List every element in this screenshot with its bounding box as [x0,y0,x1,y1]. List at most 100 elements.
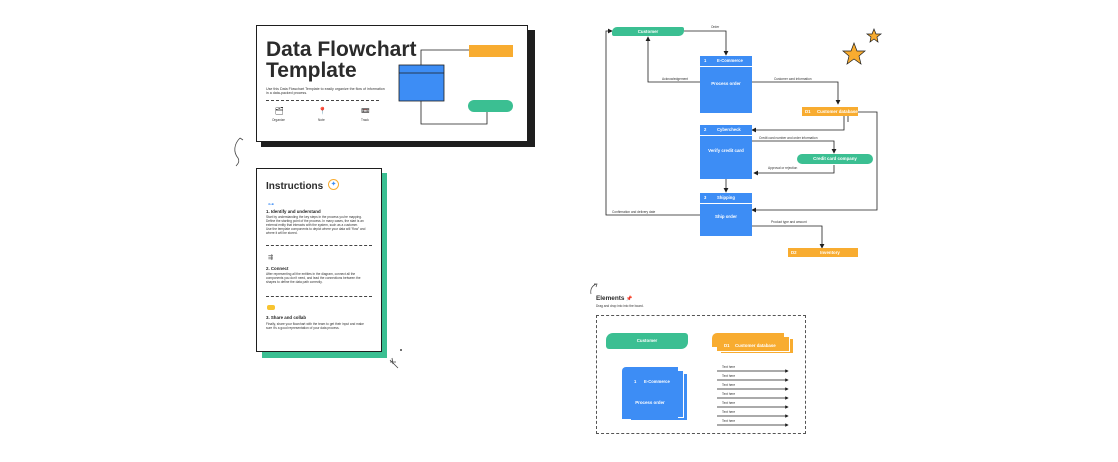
step1-line: where it will be stored. [266,231,298,235]
cybercheck-process[interactable]: 2 Cybercheck Verify credit card [700,125,752,179]
elements-heading-text: Elements [596,295,625,302]
title-divider [266,100,379,101]
elements-heading: Elements 📌 [596,295,632,302]
elements-panel [596,315,806,434]
mini-connector-bottom [420,101,488,125]
mini-green-block [468,100,513,112]
mini-blue-block [398,64,445,102]
cybercheck-title: Cybercheck [717,127,741,132]
pin-icon: 📌 [626,296,633,302]
step2-line: After representing all the entities in t… [266,272,356,276]
step-divider [266,296,372,297]
shipping-process[interactable]: 3 Shipping Ship order [700,193,752,236]
page-title-line2: Template [266,59,357,82]
element-arrow-label[interactable]: Text here [722,410,736,414]
element-arrow-label[interactable]: Text here [722,392,736,396]
customer-label: Customer [637,29,659,34]
customer-card-info-label: Customer card information [774,77,812,81]
shipping-body: Ship order [715,214,737,219]
instructions-heading: Instructions [266,181,324,192]
step3-line: Finally, share your flowchart with the t… [266,322,364,326]
element-process-num: 1 [634,379,637,384]
element-process-body: Process order [635,400,665,405]
organize-icon: 🗂 [275,108,284,115]
step2-line: components you don't need, and lead the … [266,276,361,280]
shipping-title: Shipping [717,195,735,200]
db1-num: D1 [805,109,811,114]
approval-label: Approval or rejection [768,166,798,170]
credit-card-company-entity[interactable]: Credit card company [797,154,873,164]
step1-line: external entity that interacts with the … [266,223,358,227]
elements-doodle [590,283,598,295]
mini-orange-block [469,45,513,57]
ecommerce-title: E-Commerce [717,58,743,63]
step3-line: sure it's a good representation of your … [266,326,340,330]
handshake-icon [267,305,275,310]
element-process[interactable]: 1 E-Commerce Process order [622,367,678,419]
element-process-header: 1 E-Commerce [622,367,678,397]
step1-line: Use the template components to depict wh… [266,227,366,231]
element-arrow-label[interactable]: Text here [722,419,736,423]
ecommerce-header: 1 E-Commerce [700,56,752,67]
element-arrow-label[interactable]: Text here [722,401,736,405]
shipping-header: 3 Shipping [700,193,752,204]
confirmation-label: Confirmation and delivery date [612,210,656,214]
element-db-num: D1 [724,343,730,348]
shipping-num: 3 [704,195,707,200]
step-divider [266,245,372,246]
element-db-label: Customer database [735,343,776,348]
acknowledgement-label: Acknowledgement [662,77,689,81]
element-arrow-label[interactable]: Text here [722,365,736,369]
pin-label: Note [318,118,325,122]
cybercheck-header: 2 Cybercheck [700,125,752,136]
track-icon: 📼 [361,108,370,115]
mini-connector-top [420,49,469,65]
title-description-line2: in a data-packed process. [266,91,308,95]
ecommerce-process[interactable]: 1 E-Commerce Process order [700,56,752,113]
credit-card-info-label: Credit card number and order information [759,136,818,140]
element-customer-label: Customer [636,338,658,343]
mini-diagram [398,45,513,125]
db1-label: Customer database [817,109,858,114]
customer-entity[interactable]: Customer [612,27,684,36]
element-database-store[interactable]: D1 Customer database [712,333,784,348]
connect-icon: ⇶ [268,255,274,261]
title-card[interactable]: Data Flowchart Template Use this Data Fl… [256,25,528,142]
db2-label: Inventory [820,250,840,255]
order-label: Order [711,25,720,29]
cybercheck-body: Verify credit card [708,148,744,153]
track-label: Track [361,118,369,122]
step1-title: 1. Identify and understand [266,209,321,214]
elements-subheading: Drag and drop into into the board. [596,304,644,308]
step2-title: 2. Connect [266,266,289,271]
cybercheck-num: 2 [704,127,707,132]
instructions-card[interactable]: Instructions ✦ ⊶ 1. Identify and underst… [256,168,382,352]
step3-title: 3. Share and collab [266,315,307,320]
step1-line: Define the starting point of the process… [266,219,364,223]
ecommerce-body: Process order [711,81,741,86]
identify-icon: ⊶ [268,202,274,208]
credit-card-company-label: Credit card company [813,156,857,161]
product-type-label: Product type and amount [771,220,807,224]
element-arrow-label[interactable]: Text here [722,374,736,378]
pin-icon: 📍 [318,108,327,115]
pointer-doodle [234,137,244,167]
ecommerce-num: 1 [704,58,707,63]
element-process-title: E-Commerce [644,379,670,384]
step2-line: shapes to define the data path correctly… [266,280,323,284]
compass-icon: ✦ [328,179,339,190]
stars-icon [842,28,883,65]
element-customer-entity[interactable]: Customer [606,333,688,349]
organize-label: Organize [272,118,285,122]
element-arrow-lines [717,369,789,427]
db2-num: D2 [791,250,797,255]
inventory-store[interactable]: D2 Inventory [788,248,858,257]
sparkle-doodle [389,349,402,369]
page-title-line1: Data Flowchart [266,38,417,61]
step1-line: Start by understanding the key steps in … [266,215,362,219]
title-description-line1: Use this Data Flowchart Template to easi… [266,87,385,91]
customer-database-store[interactable]: D1 Customer database [802,107,858,116]
element-arrow-label[interactable]: Text here [722,383,736,387]
